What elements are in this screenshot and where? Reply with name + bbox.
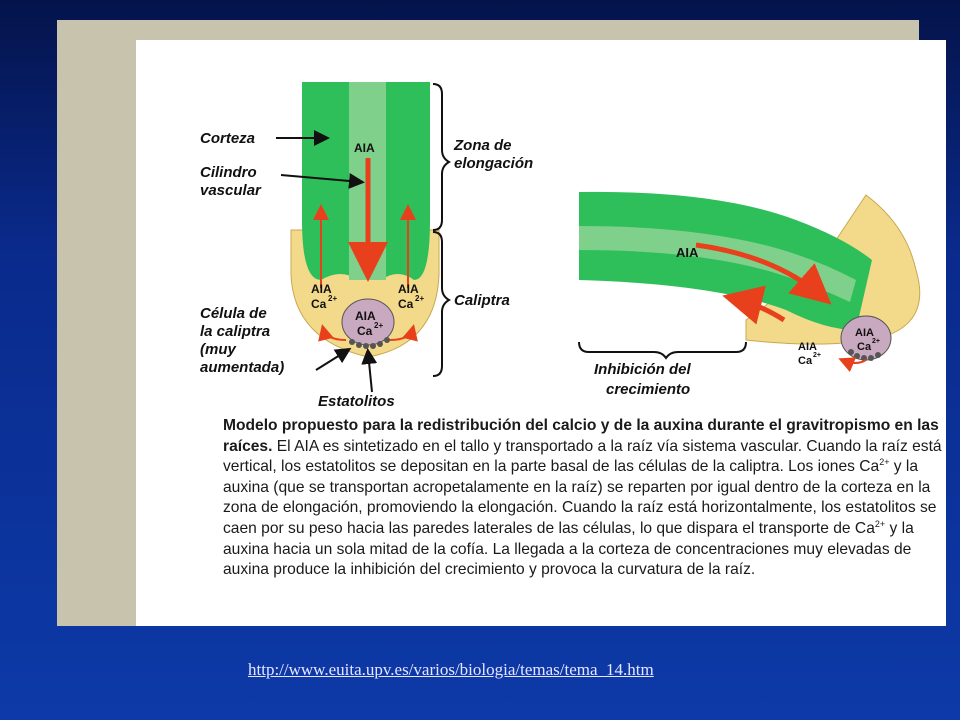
cell-left-arrow (318, 324, 347, 342)
ca-center-label: Ca (357, 324, 373, 338)
ca-right-charge: 2+ (415, 294, 424, 303)
label-celula-3: (muy (200, 341, 236, 358)
aia-cell-label: AIA (855, 327, 874, 339)
figure-caption: Modelo propuesto para la redistribución … (223, 416, 943, 581)
cell-right-arrow (389, 324, 418, 342)
figure-diagram: Corteza Cilindro vascular Célula de la c… (200, 82, 921, 410)
aia-left-label: AIA (311, 282, 332, 296)
zona-brace (432, 83, 452, 231)
label-estatolitos: Estatolitos (318, 393, 395, 410)
estatolitos-pointer (361, 348, 378, 393)
label-inhibicion-2: crecimiento (606, 381, 690, 398)
label-inhibicion-1: Inhibición del (594, 361, 691, 378)
aia-center-label: AIA (355, 309, 376, 323)
label-zona-2: elongación (454, 155, 533, 172)
ca-cell-label: Ca (857, 341, 872, 353)
label-corteza: Corteza (200, 130, 255, 147)
vertical-root-diagram: Corteza Cilindro vascular Célula de la c… (200, 82, 533, 410)
cell-arrow-horizontal (838, 357, 867, 373)
label-celula-1: Célula de (200, 305, 267, 322)
caption-text-1: El AIA es sintetizado en el tallo y tran… (223, 437, 942, 476)
caption-superscript-1: 2+ (879, 457, 890, 468)
caption-title: Modelo propuesto para la redistribución … (223, 417, 939, 455)
backward-arrow (722, 285, 786, 325)
label-cilindro-1: Cilindro (200, 164, 257, 181)
figure-panel: Corteza Cilindro vascular Célula de la c… (136, 40, 946, 626)
vascular-horizontal (579, 226, 856, 302)
aia-top-label: AIA (354, 141, 375, 155)
ca-cell-charge: 2+ (872, 338, 880, 345)
aia-bottom-label: AIA (798, 341, 817, 353)
caption-text-3: y la auxina hacia un sola mitad de la co… (223, 519, 914, 579)
caption-superscript-2: 2+ (874, 518, 886, 529)
label-zona-1: Zona de (453, 137, 512, 154)
label-caliptra: Caliptra (454, 292, 510, 309)
statoliths (349, 337, 390, 349)
celula-pointer (315, 347, 352, 371)
caliptra-brace (432, 231, 452, 377)
inhibicion-brace (578, 341, 747, 360)
ca-left-label: Ca (311, 297, 327, 311)
ca-bottom-label: Ca (798, 355, 813, 367)
horizontal-root-diagram: AIA AIA Ca 2+ AIA Ca 2+ Inhibición del c… (578, 191, 921, 398)
aia-main-label: AIA (676, 245, 699, 260)
source-url-link[interactable]: http://www.euita.upv.es/varios/biologia/… (248, 660, 654, 679)
ca-right-label: Ca (398, 297, 414, 311)
label-celula-4: aumentada) (200, 359, 284, 376)
caption-text-2: y la auxina (que se transportan acropeta… (223, 458, 937, 537)
label-celula-2: la caliptra (200, 323, 270, 340)
cilindro-pointer (280, 172, 365, 189)
ca-left-charge: 2+ (328, 294, 337, 303)
ca-center-charge: 2+ (374, 321, 383, 330)
slide-frame: Corteza Cilindro vascular Célula de la c… (57, 20, 946, 626)
forward-arrow (695, 242, 832, 305)
ca-bottom-charge: 2+ (813, 352, 821, 359)
aia-right-label: AIA (398, 282, 419, 296)
label-cilindro-2: vascular (200, 182, 262, 199)
